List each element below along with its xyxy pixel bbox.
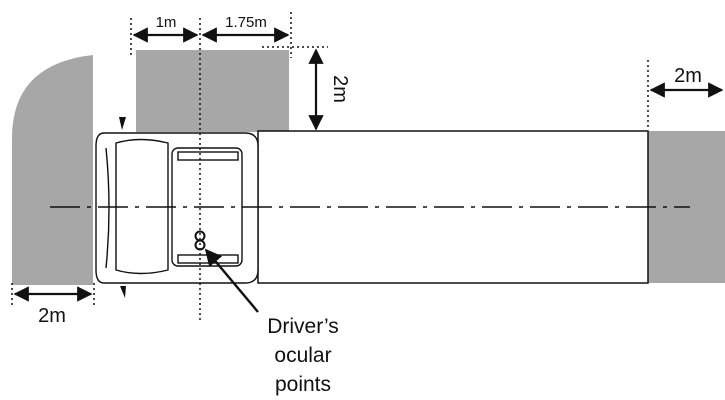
dim-label-1m: 1m (156, 14, 177, 31)
mirror-top (119, 117, 126, 130)
driver-label-line2: ocular (274, 344, 331, 367)
dim-label-1-75m: 1.75m (225, 14, 267, 31)
reference-lines (11, 12, 649, 322)
dim-label-side-2m: 2m (329, 75, 351, 103)
front-zone (12, 55, 93, 285)
side-zone (136, 50, 289, 132)
dim-label-front-2m: 2m (38, 305, 66, 327)
ocular-pointer-arrow (204, 248, 259, 313)
mirror-bottom (120, 286, 126, 298)
truck-cab (95, 132, 259, 284)
dim-label-rear-2m: 2m (674, 65, 702, 87)
driver-label-line3: points (275, 373, 331, 396)
ocular-point-lower (194, 239, 206, 251)
driver-label-line1: Driver’s (267, 315, 339, 338)
